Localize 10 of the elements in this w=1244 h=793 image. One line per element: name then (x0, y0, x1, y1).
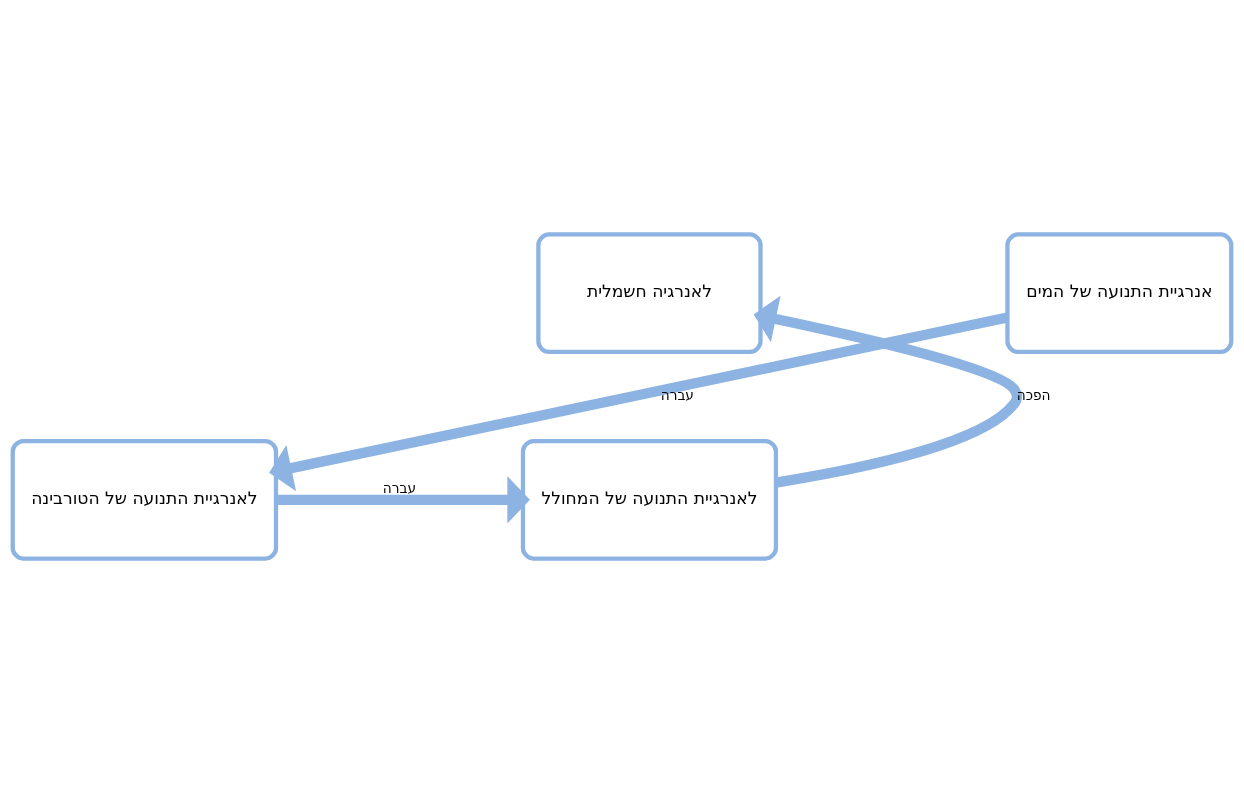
node-box: לאנרגיית התנועה של הטורבינה (10, 438, 279, 561)
edge-label: עברה (660, 386, 694, 403)
arrow (276, 476, 530, 524)
edge-label: הפכה (1016, 386, 1051, 403)
node-box: אנרגיית התנועה של המים (1005, 232, 1234, 355)
edge-label: עברה (382, 479, 417, 496)
node-box: לאנרגיה חשמלית (536, 232, 763, 355)
node-box: לאנרגיית התנועה של המחולל (520, 438, 779, 561)
arrow (269, 312, 1009, 492)
arrow (753, 295, 1022, 488)
